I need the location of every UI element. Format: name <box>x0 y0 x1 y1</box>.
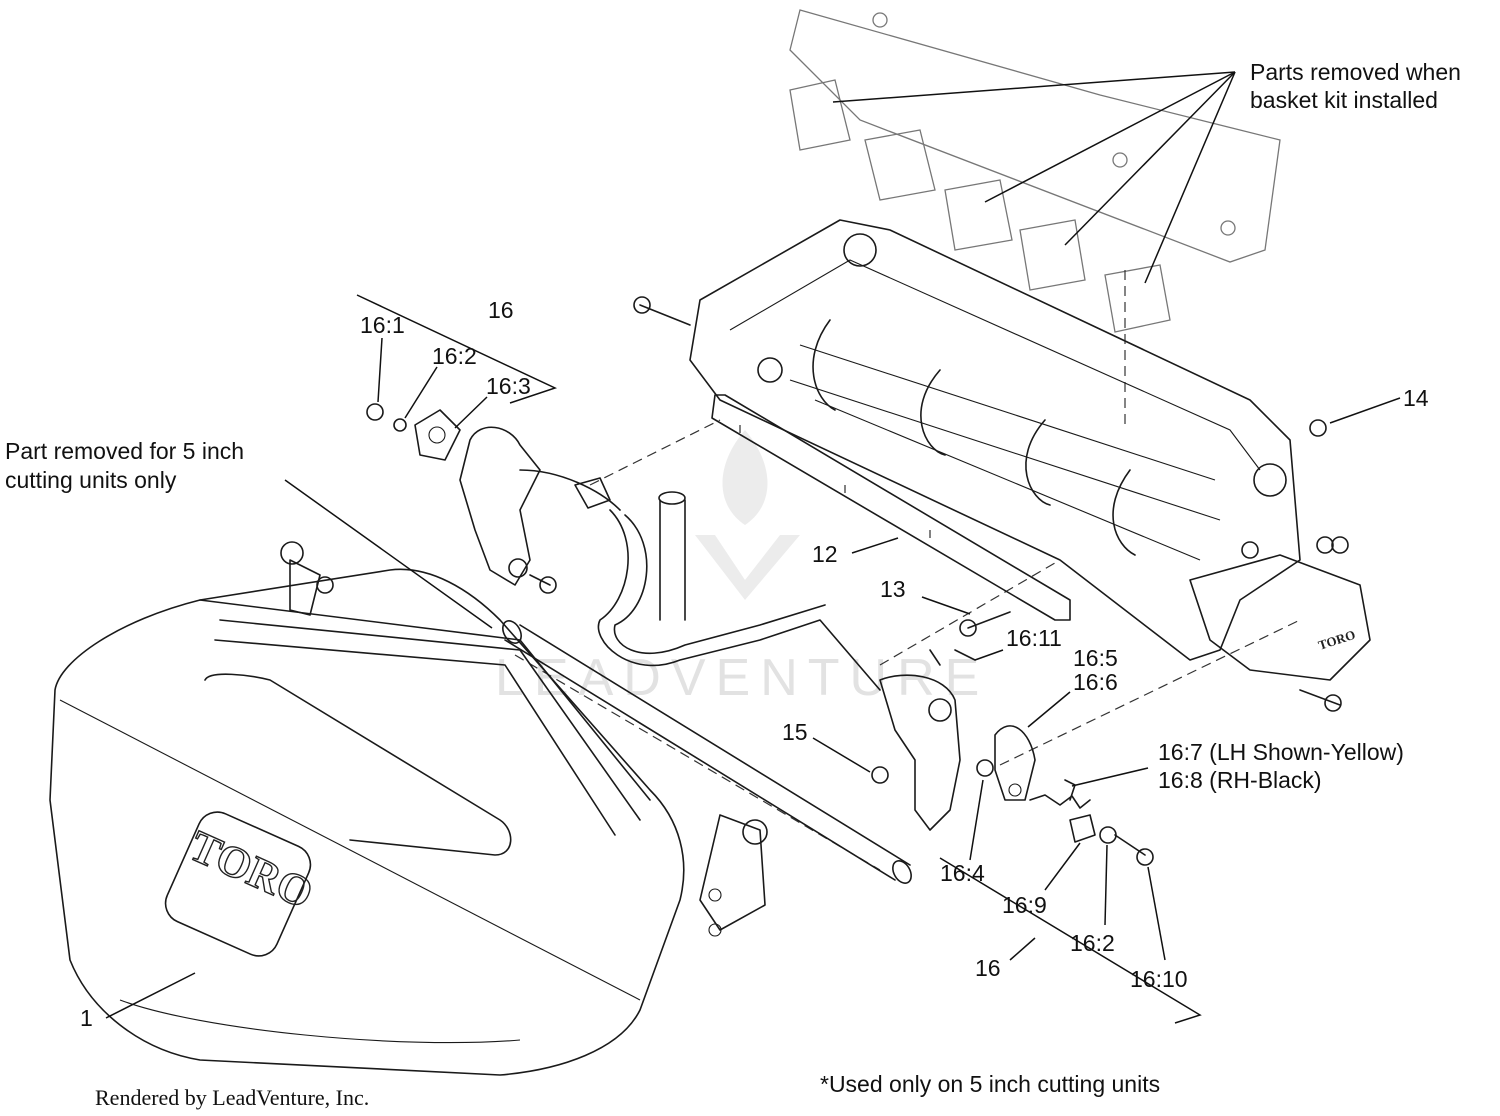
roller-bracket <box>366 403 1154 866</box>
basket-kit-note-line2: basket kit installed <box>1250 87 1438 113</box>
callout-15: 15 <box>782 719 808 745</box>
callout-16-9: 16:9 <box>1002 892 1047 918</box>
watermark-flame-icon <box>722 430 768 525</box>
five-inch-note-line1: Part removed for 5 inch <box>5 438 244 464</box>
counterweight-logo: TORO <box>183 821 321 918</box>
callout-12: 12 <box>812 541 838 567</box>
watermark-v-icon <box>695 535 800 600</box>
callout-16-7: 16:7 (LH Shown-Yellow) <box>1158 739 1404 765</box>
callout-16-5: 16:5 <box>1073 645 1118 671</box>
callout-16-6: 16:6 <box>1073 669 1118 695</box>
callout-16-2-top: 16:2 <box>432 343 477 369</box>
leader-lines <box>105 71 1401 1024</box>
used-only-note: *Used only on 5 inch cutting units <box>820 1071 1160 1097</box>
callout-16-11: 16:11 <box>1006 625 1062 651</box>
basket-kit-baffles <box>789 9 1281 430</box>
five-inch-note-line2: cutting units only <box>5 467 177 493</box>
callout-16-2-bottom: 16:2 <box>1070 930 1115 956</box>
callout-16-3: 16:3 <box>486 373 531 399</box>
callout-16-8: 16:8 (RH-Black) <box>1158 767 1322 793</box>
callout-16-1: 16:1 <box>360 312 405 338</box>
side-plate-logo: TORO <box>1316 627 1357 653</box>
bedbar <box>711 394 1071 621</box>
callout-1: 1 <box>80 1005 93 1031</box>
rendered-by-credit: Rendered by LeadVenture, Inc. <box>95 1085 369 1110</box>
callout-14: 14 <box>1403 385 1429 411</box>
counterweight: TORO <box>49 541 768 1076</box>
callout-16-4: 16:4 <box>940 860 985 886</box>
callout-16-10: 16:10 <box>1130 966 1188 992</box>
watermark: LEADVENTURE <box>495 430 979 707</box>
callout-13: 13 <box>880 576 906 602</box>
roller-rod <box>502 620 912 884</box>
callout-16-top: 16 <box>488 297 514 323</box>
basket-kit-note-line1: Parts removed when <box>1250 59 1461 85</box>
callout-16-bottom: 16 <box>975 955 1001 981</box>
